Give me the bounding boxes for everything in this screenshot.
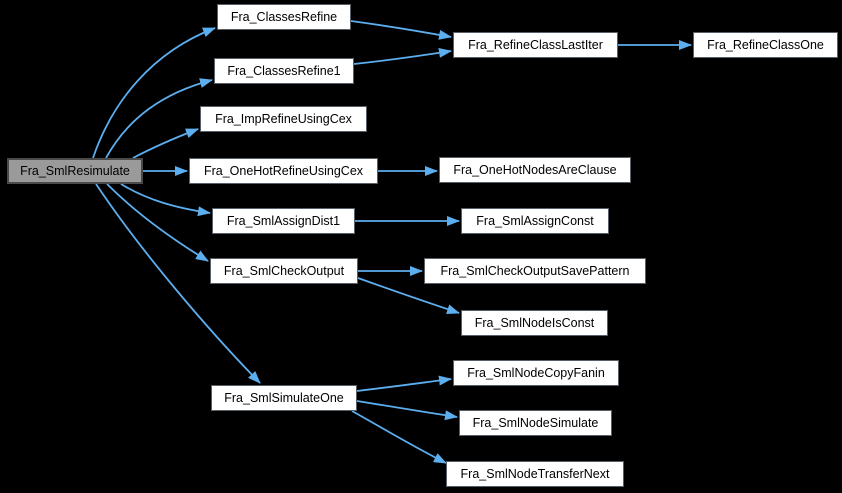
graph-node-fra-refineclassone[interactable]: Fra_RefineClassOne [693, 32, 838, 58]
edge-fra-smlresimulate-to-fra-smlsimulateone [95, 183, 261, 384]
graph-node-fra-smlassignconst[interactable]: Fra_SmlAssignConst [461, 208, 609, 234]
edge-fra-smlresimulate-to-fra-imprefineusingcex [132, 128, 199, 159]
edge-fra-smlresimulate-to-fra-smlcheckoutput [106, 183, 209, 262]
graph-node-fra-smlcheckoutputsavepattern[interactable]: Fra_SmlCheckOutputSavePattern [424, 258, 646, 284]
edge-fra-classesrefine-to-fra-refineclasslastiter [350, 20, 452, 40]
graph-node-fra-smlnodecopyfanin[interactable]: Fra_SmlNodeCopyFanin [453, 360, 619, 386]
graph-node-fra-classesrefine1[interactable]: Fra_ClassesRefine1 [214, 58, 354, 84]
edge-fra-smlresimulate-to-fra-classesrefine [92, 27, 216, 159]
graph-node-fra-smlcheckoutput[interactable]: Fra_SmlCheckOutput [210, 258, 358, 284]
graph-node-fra-onehotnodesareclause[interactable]: Fra_OneHotNodesAreClause [439, 157, 631, 183]
graph-node-fra-classesrefine[interactable]: Fra_ClassesRefine [217, 4, 351, 30]
graph-node-fra-smlnodetransfernext[interactable]: Fra_SmlNodeTransferNext [446, 461, 624, 487]
graph-node-fra-smlnodesimulate[interactable]: Fra_SmlNodeSimulate [459, 410, 612, 436]
graph-node-fra-smlnodeisconst[interactable]: Fra_SmlNodeIsConst [461, 310, 608, 336]
graph-node-fra-smlassigndist1[interactable]: Fra_SmlAssignDist1 [212, 208, 355, 234]
graph-node-fra-refineclasslastiter[interactable]: Fra_RefineClassLastIter [453, 32, 618, 58]
edge-fra-smlresimulate-to-fra-smlassigndist1 [120, 183, 211, 217]
edge-fra-smlsimulateone-to-fra-smlnodetransfernext [351, 410, 447, 464]
edge-fra-classesrefine1-to-fra-refineclasslastiter [353, 47, 452, 65]
edge-fra-smlcheckoutput-to-fra-smlnodeisconst [357, 277, 460, 314]
edge-fra-smlsimulateone-to-fra-smlnodecopyfanin [356, 375, 452, 392]
edge-fra-smlsimulateone-to-fra-smlnodesimulate [356, 400, 458, 421]
graph-node-fra-smlresimulate: Fra_SmlResimulate [7, 158, 143, 184]
graph-node-fra-onehotrefineusingcex[interactable]: Fra_OneHotRefineUsingCex [189, 158, 378, 184]
graph-node-fra-imprefineusingcex[interactable]: Fra_ImpRefineUsingCex [200, 106, 367, 132]
edge-fra-smlresimulate-to-fra-classesrefine1 [105, 78, 213, 159]
graph-node-fra-smlsimulateone[interactable]: Fra_SmlSimulateOne [211, 385, 357, 411]
